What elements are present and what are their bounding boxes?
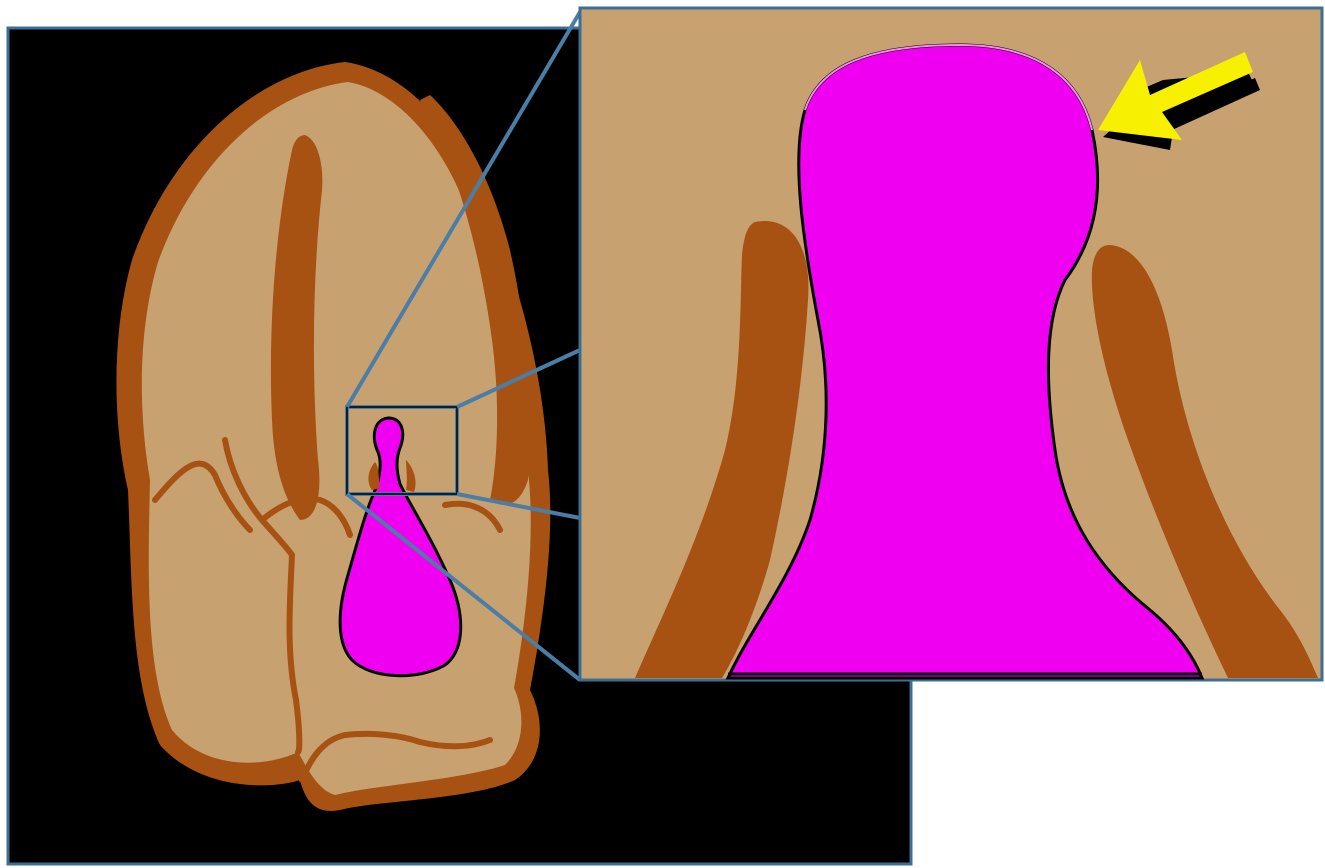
magnified-inset xyxy=(580,8,1322,680)
